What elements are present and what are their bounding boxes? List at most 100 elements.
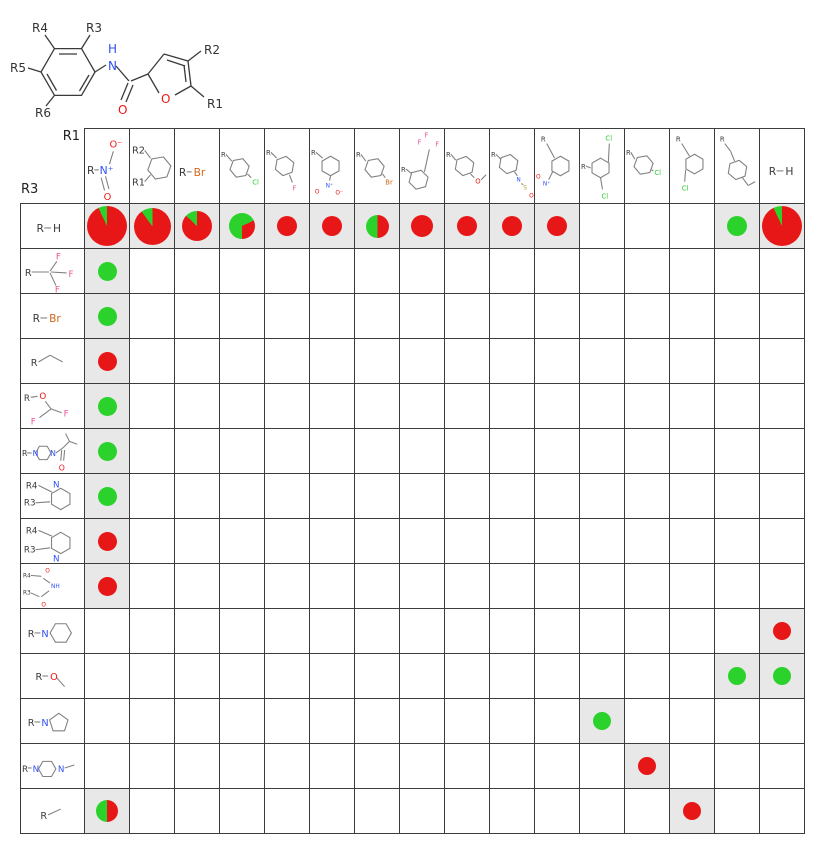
cell-ochf2-ph35cl2 bbox=[580, 384, 625, 429]
svg-text:Br: Br bbox=[385, 179, 393, 187]
pie-me-ph2cl[interactable] bbox=[683, 802, 701, 820]
svg-text:O: O bbox=[104, 192, 112, 203]
cell-me-nitro[interactable] bbox=[85, 789, 130, 834]
pie-h-ph3cf3[interactable] bbox=[411, 215, 433, 237]
cell-piperidine-h[interactable] bbox=[760, 609, 805, 654]
cell-h-h[interactable] bbox=[760, 204, 805, 249]
pie-pyr-n-up-nitro[interactable] bbox=[97, 486, 117, 506]
cell-piperazine-phcl[interactable] bbox=[625, 744, 670, 789]
cell-ome-ph35cl2 bbox=[580, 654, 625, 699]
cell-ome-h[interactable] bbox=[760, 654, 805, 699]
cell-h-nitro[interactable] bbox=[85, 204, 130, 249]
cell-h-ph3ome[interactable] bbox=[445, 204, 490, 249]
cell-pyr-n-up-phnso bbox=[490, 474, 535, 519]
pie-et-nitro[interactable] bbox=[97, 351, 117, 371]
svg-text:R: R bbox=[87, 164, 95, 177]
pie-h-ph3f[interactable] bbox=[277, 216, 297, 236]
cell-pyrrolidine-ph35cl2[interactable] bbox=[580, 699, 625, 744]
cell-piperidine-r2r1 bbox=[130, 609, 175, 654]
cell-h-ph3f[interactable] bbox=[265, 204, 310, 249]
cell-h-br[interactable] bbox=[175, 204, 220, 249]
cell-h-ph2no2[interactable] bbox=[535, 204, 580, 249]
cell-pyr-n-up-ph3no2 bbox=[310, 474, 355, 519]
cell-pyrrolidine-h bbox=[760, 699, 805, 744]
pie-diamide-nitro[interactable] bbox=[97, 576, 117, 596]
cell-h-ph4cl[interactable] bbox=[220, 204, 265, 249]
pie-ome-h[interactable] bbox=[773, 667, 791, 685]
cell-h-r2r1[interactable] bbox=[130, 204, 175, 249]
cell-ochf2-ph3cf3 bbox=[400, 384, 445, 429]
cell-br-nitro[interactable] bbox=[85, 294, 130, 339]
pie-h-h[interactable] bbox=[762, 206, 802, 246]
pie-pyr-n-down-nitro[interactable] bbox=[97, 531, 117, 551]
svg-text:Br: Br bbox=[49, 311, 61, 324]
structure-ph2cl: RCl bbox=[676, 136, 704, 192]
cell-me-ph4cl bbox=[220, 789, 265, 834]
cell-h-ph3cf3[interactable] bbox=[400, 204, 445, 249]
cell-cf3-ph3f bbox=[265, 249, 310, 294]
cell-br-ph3cf3 bbox=[400, 294, 445, 339]
svg-text:F: F bbox=[31, 417, 36, 427]
cell-pyrrolidine-phnso bbox=[490, 699, 535, 744]
pie-br-nitro[interactable] bbox=[97, 306, 117, 326]
cell-h-ph4br[interactable] bbox=[355, 204, 400, 249]
svg-text:R: R bbox=[36, 671, 43, 682]
cell-ome-mebenzyl[interactable] bbox=[715, 654, 760, 699]
cell-pyr-n-down-h bbox=[760, 519, 805, 564]
pie-h-r2r1[interactable] bbox=[133, 207, 171, 245]
pie-h-br[interactable] bbox=[182, 211, 212, 241]
pie-ochf2-nitro[interactable] bbox=[97, 396, 117, 416]
scaffold-structure: R4 R3 R5 R6 H N O O R2 R1 bbox=[10, 21, 223, 120]
cell-cf3-nitro[interactable] bbox=[85, 249, 130, 294]
cell-pyr-n-up-ph2cl bbox=[670, 474, 715, 519]
pie-cf3-nitro[interactable] bbox=[97, 261, 117, 281]
cell-pyr-n-down-nitro[interactable] bbox=[85, 519, 130, 564]
cell-ochf2-ph4br bbox=[355, 384, 400, 429]
cell-diamide-nitro[interactable] bbox=[85, 564, 130, 609]
cell-diamide-ph4cl bbox=[220, 564, 265, 609]
cell-h-mebenzyl[interactable] bbox=[715, 204, 760, 249]
row-header-et: R bbox=[20, 339, 85, 384]
pie-pyrrolidine-ph35cl2[interactable] bbox=[593, 712, 611, 730]
pie-h-mebenzyl[interactable] bbox=[727, 216, 747, 236]
pie-h-phnso[interactable] bbox=[502, 216, 522, 236]
pie-pipz-amide-nitro[interactable] bbox=[97, 441, 117, 461]
pie-piperidine-h[interactable] bbox=[773, 622, 791, 640]
cell-me-r2r1 bbox=[130, 789, 175, 834]
cell-pyr-n-down-mebenzyl bbox=[715, 519, 760, 564]
cell-ochf2-phnso bbox=[490, 384, 535, 429]
cell-me-ph4br bbox=[355, 789, 400, 834]
cell-me-ph2cl[interactable] bbox=[670, 789, 715, 834]
cell-et-nitro[interactable] bbox=[85, 339, 130, 384]
cell-piperazine-mebenzyl bbox=[715, 744, 760, 789]
pie-h-ph4br[interactable] bbox=[365, 214, 389, 238]
svg-text:R: R bbox=[541, 136, 546, 144]
pie-h-ph2no2[interactable] bbox=[547, 216, 567, 236]
cell-h-ph3no2[interactable] bbox=[310, 204, 355, 249]
pie-h-ph3ome[interactable] bbox=[457, 216, 477, 236]
pie-h-nitro[interactable] bbox=[87, 206, 127, 246]
cell-piperidine-nitro bbox=[85, 609, 130, 654]
cell-pyr-n-down-phcl bbox=[625, 519, 670, 564]
cell-pipz-amide-nitro[interactable] bbox=[85, 429, 130, 474]
pie-me-nitro[interactable] bbox=[96, 800, 118, 822]
cell-me-br bbox=[175, 789, 220, 834]
pie-h-ph3no2[interactable] bbox=[322, 216, 342, 236]
pie-ome-mebenzyl[interactable] bbox=[728, 667, 746, 685]
cell-h-phnso[interactable] bbox=[490, 204, 535, 249]
cell-pyr-n-up-nitro[interactable] bbox=[85, 474, 130, 519]
svg-text:F: F bbox=[424, 132, 428, 140]
svg-text:Cl: Cl bbox=[605, 135, 612, 143]
structure-ph3ome: RO bbox=[446, 151, 487, 186]
pie-piperazine-phcl[interactable] bbox=[638, 757, 656, 775]
cell-ochf2-phcl bbox=[625, 384, 670, 429]
cell-ochf2-nitro[interactable] bbox=[85, 384, 130, 429]
pie-h-ph4cl[interactable] bbox=[229, 213, 255, 239]
svg-text:R4: R4 bbox=[26, 481, 38, 491]
